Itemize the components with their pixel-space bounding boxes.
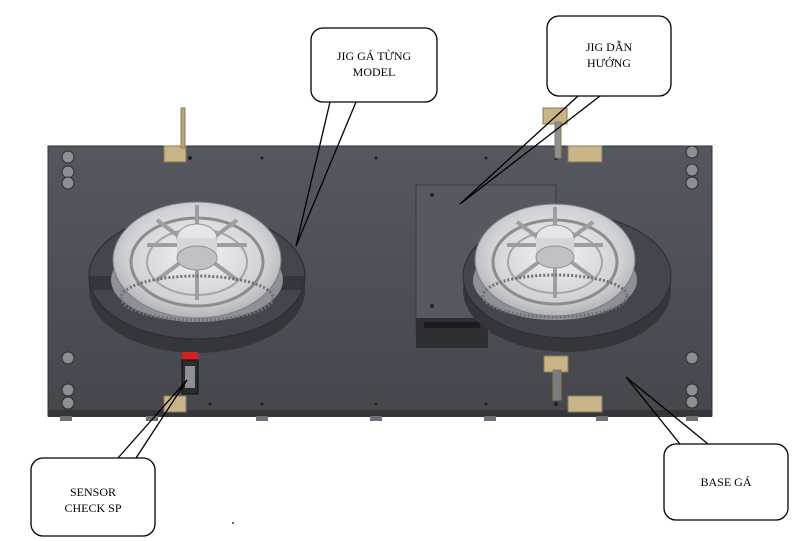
- label-sensor: SENSOR CHECK SP: [64, 485, 122, 515]
- right-wheel-part: [473, 203, 637, 320]
- callout-jig-model: [295, 27, 438, 247]
- stray-dot: [232, 522, 234, 524]
- callout-base: [625, 376, 789, 521]
- left-wheel-part: [111, 201, 283, 322]
- callout-sensor: [30, 379, 188, 537]
- callout-jig-guide: [459, 15, 672, 205]
- label-jig-model: JIG GÁ TỪNG MODEL: [336, 49, 412, 79]
- sensor-check: [181, 352, 199, 395]
- corner-knobs: [61, 145, 699, 410]
- label-base: BASE GÁ: [700, 475, 752, 489]
- label-jig-guide: JIG DẪN HƯỚNG: [585, 40, 633, 70]
